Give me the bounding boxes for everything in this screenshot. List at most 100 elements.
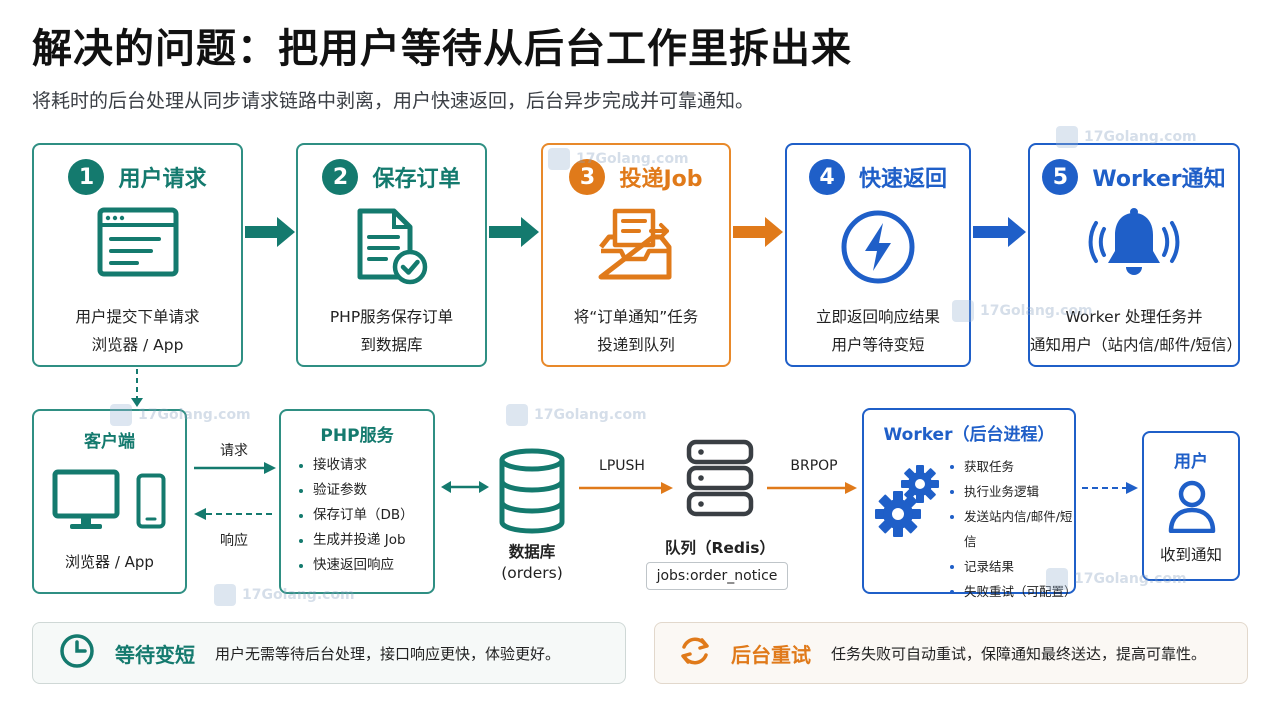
lightning-icon — [838, 207, 918, 291]
watermark-logo-icon — [952, 300, 974, 322]
step-card-worker-notify: 5 Worker通知 Worker 处理任务并 通知用户（站内信/邮件/短信） — [1028, 143, 1242, 367]
flow-arrow-4-5 — [973, 217, 1026, 247]
watermark: 17Golang.com — [110, 404, 251, 426]
watermark-logo-icon — [1046, 568, 1068, 590]
worker-title: Worker（后台进程） — [883, 425, 1055, 445]
watermark-logo-icon — [214, 584, 236, 606]
redis-server-icon — [686, 439, 754, 523]
response-arrow — [194, 508, 276, 520]
response-label: 响应 — [220, 533, 248, 549]
php-db-double-arrow — [441, 481, 489, 493]
step-line1: 立即返回响应结果 — [815, 308, 940, 326]
step-number: 4 — [808, 159, 845, 195]
queue-key-box: jobs:order_notice — [646, 562, 788, 590]
step-line2: 到数据库 — [360, 336, 423, 354]
watermark: 17Golang.com — [214, 584, 355, 606]
client-caption: 浏览器 / App — [65, 553, 154, 571]
step-line1: 将“订单通知”任务 — [573, 308, 699, 326]
php-bullet: 接收请求 — [297, 453, 414, 478]
step-line2: 浏览器 / App — [91, 336, 184, 354]
php-title: PHP服务 — [320, 426, 394, 446]
client-panel: 客户端 浏览器 / App — [32, 409, 187, 594]
step-title: 投递Job — [619, 167, 703, 192]
step-number: 1 — [68, 159, 105, 195]
inbox-tray-icon — [595, 207, 677, 289]
worker-bullet: 发送站内信/邮件/短信 — [948, 504, 1074, 554]
step-title: 保存订单 — [372, 167, 461, 192]
page-subtitle: 将耗时的后台处理从同步请求链路中剥离，用户快速返回，后台异步完成并可靠通知。 — [32, 90, 755, 112]
step-title: 快速返回 — [858, 167, 947, 192]
client-title: 客户端 — [84, 432, 135, 452]
database-icon — [497, 448, 567, 538]
worker-bullet: 记录结果 — [948, 554, 1074, 579]
dashed-arrow-step1-to-client — [131, 369, 143, 407]
flow-arrow-1-2 — [245, 217, 295, 247]
watermark: 17Golang.com — [952, 300, 1093, 322]
watermark: 17Golang.com — [548, 148, 689, 170]
worker-bullet-list: 获取任务 执行业务逻辑 发送站内信/邮件/短信 记录结果 失败重试（可配置） — [948, 454, 1077, 604]
flow-arrow-3-4 — [733, 217, 783, 247]
php-bullet: 生成并投递 Job — [297, 528, 414, 553]
benefit-text: 任务失败可自动重试，保障通知最终送达，提高可靠性。 — [831, 644, 1207, 663]
watermark: 17Golang.com — [1046, 568, 1187, 590]
benefit-text: 用户无需等待后台处理，接口响应更快，体验更好。 — [215, 644, 561, 663]
watermark: 17Golang.com — [506, 404, 647, 426]
step-line1: 用户提交下单请求 — [75, 308, 200, 326]
queue-title: 队列（Redis） — [664, 539, 776, 557]
request-label: 请求 — [220, 443, 248, 459]
php-bullet-list: 接收请求 验证参数 保存订单（DB） 生成并投递 Job 快速返回响应 — [297, 453, 414, 578]
user-title: 用户 — [1174, 452, 1208, 472]
brpop-arrow — [767, 482, 857, 494]
step-line1: Worker 处理任务并 — [1065, 308, 1203, 326]
lpush-arrow — [579, 482, 673, 494]
php-bullet: 快速返回响应 — [297, 553, 414, 578]
watermark-logo-icon — [506, 404, 528, 426]
watermark-logo-icon — [1056, 126, 1078, 148]
gears-icon — [874, 460, 946, 544]
step-card-dispatch-job: 3 投递Job 将“订单通知”任务 投递到队列 — [541, 143, 731, 367]
browser-window-icon — [97, 207, 179, 281]
step-number: 2 — [322, 159, 359, 195]
php-service-panel: PHP服务 接收请求 验证参数 保存订单（DB） 生成并投递 Job 快速返回响… — [279, 409, 435, 594]
step-card-save-order: 2 保存订单 PHP服务保存订单 到数据库 — [296, 143, 487, 367]
request-arrow — [194, 462, 276, 474]
brpop-label: BRPOP — [790, 458, 838, 474]
worker-bullet: 失败重试（可配置） — [948, 579, 1077, 604]
bell-icon — [1084, 207, 1184, 291]
worker-panel: Worker（后台进程） — [862, 408, 1077, 599]
step-card-quick-return: 4 快速返回 立即返回响应结果 用户等待变短 — [785, 143, 971, 367]
document-check-icon — [354, 207, 430, 289]
step-number: 3 — [569, 159, 606, 195]
lpush-label: LPUSH — [599, 458, 645, 474]
benefit-card-shorter-wait: 等待变短 用户无需等待后台处理，接口响应更快，体验更好。 — [32, 622, 626, 684]
benefit-title: 等待变短 — [115, 642, 195, 667]
step-line1: PHP服务保存订单 — [329, 308, 454, 326]
step-title: 用户请求 — [118, 167, 207, 192]
php-bullet: 保存订单（DB） — [297, 503, 414, 528]
step-line2: 用户等待变短 — [831, 336, 925, 354]
step-line2: 通知用户（站内信/邮件/短信） — [1030, 336, 1242, 354]
worker-bullet: 获取任务 — [948, 454, 1074, 479]
benefit-card-background-retry: 后台重试 任务失败可自动重试，保障通知最终送达，提高可靠性。 — [654, 622, 1248, 684]
desktop-icon — [52, 469, 120, 535]
benefit-title: 后台重试 — [731, 642, 811, 667]
user-avatar-icon — [1167, 479, 1217, 537]
worker-bullet: 执行业务逻辑 — [948, 479, 1074, 504]
watermark-logo-icon — [110, 404, 132, 426]
watermark: 17Golang.com — [1056, 126, 1197, 148]
phone-icon — [136, 473, 166, 533]
page-title: 解决的问题：把用户等待从后台工作里拆出来 — [32, 26, 852, 72]
user-panel: 用户 收到通知 — [1142, 431, 1240, 581]
php-bullet: 验证参数 — [297, 478, 414, 503]
step-title: Worker通知 — [1092, 167, 1226, 192]
worker-user-dashed-arrow — [1082, 482, 1138, 494]
clock-icon — [59, 633, 95, 673]
step-card-user-request: 1 用户请求 用户提交下单请求 浏览器 / App — [32, 143, 243, 367]
step-number: 5 — [1042, 159, 1079, 195]
watermark-logo-icon — [548, 148, 570, 170]
database-title: 数据库 — [508, 543, 556, 561]
step-line2: 投递到队列 — [597, 336, 675, 354]
database-subtitle: (orders) — [501, 564, 563, 582]
refresh-icon — [677, 633, 713, 673]
user-caption: 收到通知 — [1159, 546, 1222, 564]
